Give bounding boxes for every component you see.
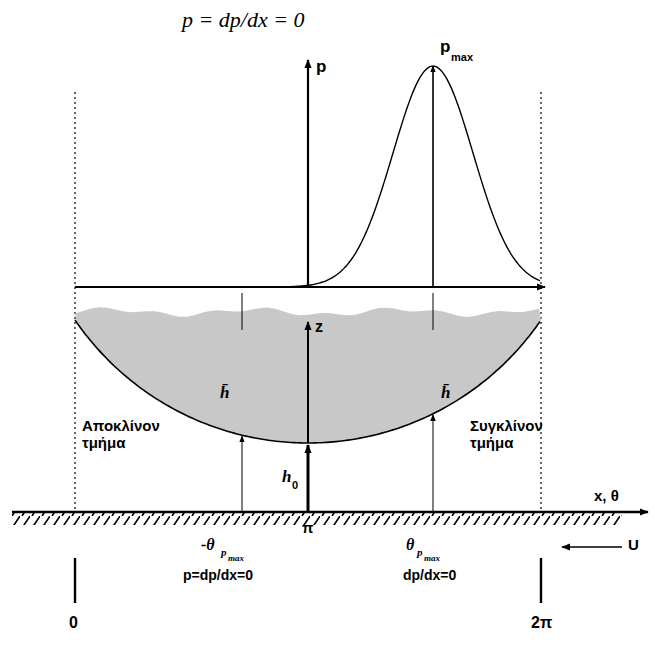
subscript: max bbox=[451, 51, 473, 63]
dimension-label: h bbox=[282, 468, 291, 487]
position-label: π bbox=[302, 520, 313, 537]
guide-line bbox=[433, 293, 434, 330]
boundary-line bbox=[74, 92, 75, 512]
subscript: max bbox=[228, 554, 244, 564]
ground-line bbox=[12, 511, 648, 513]
guide-line bbox=[242, 293, 243, 330]
axis-label: z bbox=[315, 318, 323, 336]
dimension-label: h̄ bbox=[441, 384, 450, 403]
tick-mark bbox=[540, 558, 542, 603]
region-label: Συγκλίνον τμήμα bbox=[470, 418, 562, 451]
region-label: Αποκλίνον τμήμα bbox=[82, 418, 172, 451]
thickness-arrow bbox=[242, 436, 243, 512]
angle-label: -θ bbox=[201, 536, 215, 554]
tick-label: 0 bbox=[69, 614, 78, 632]
axis-label: x, θ bbox=[594, 488, 619, 505]
boundary-line bbox=[540, 92, 541, 512]
subscript: 0 bbox=[292, 479, 298, 491]
pmax-arrow bbox=[432, 66, 434, 287]
axis-label: p bbox=[440, 38, 450, 57]
tick-mark bbox=[74, 558, 76, 603]
x-axis bbox=[75, 286, 545, 288]
z-axis bbox=[307, 322, 309, 443]
formula-label: p = dp/dx = 0 bbox=[182, 8, 305, 32]
condition-label: p=dp/dx=0 bbox=[183, 568, 253, 583]
subscript: p bbox=[221, 546, 227, 558]
pressure-curve bbox=[262, 66, 540, 287]
axis-label: p bbox=[316, 58, 326, 77]
angle-label: θ bbox=[406, 536, 414, 554]
ground-hatch bbox=[12, 513, 622, 525]
dimension-label: h̄ bbox=[220, 384, 229, 403]
min-thickness-arrow bbox=[307, 445, 310, 512]
velocity-label: U bbox=[628, 537, 639, 554]
subscript: max bbox=[424, 554, 440, 564]
velocity-arrow bbox=[562, 546, 622, 548]
condition-label: dp/dx=0 bbox=[403, 568, 456, 583]
p-axis bbox=[307, 60, 309, 287]
tick-label: 2π bbox=[531, 614, 552, 632]
subscript: p bbox=[417, 546, 423, 558]
thickness-arrow bbox=[433, 415, 434, 512]
